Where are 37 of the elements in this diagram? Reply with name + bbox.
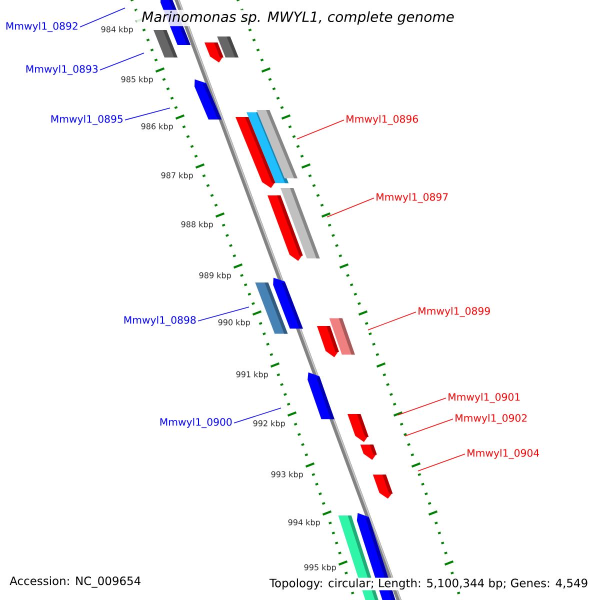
gene-label: Mmwyl1_0898 [124, 316, 196, 326]
gene-label: Mmwyl1_0897 [376, 192, 448, 204]
tick-label: 993 kbp [271, 471, 303, 479]
gene-label: Mmwyl1_0900 [160, 418, 232, 428]
gene-label: Mmwyl1_0902 [456, 414, 527, 424]
tick-label: 988 kbp [181, 221, 213, 229]
tick-label: 984 kbp [101, 26, 133, 34]
tick-label: 987 kbp [161, 172, 193, 180]
gene-label: Mmwyl1_0892 [6, 22, 78, 32]
tick-label: 989 kbp [199, 272, 231, 280]
leader-line [398, 398, 446, 416]
tick-label: 986 kbp [141, 123, 173, 131]
gene-label: Mmwyl1_0899 [418, 306, 490, 318]
leader-line [234, 408, 282, 424]
footer-text: Accession: NC_009654 [10, 576, 140, 588]
leader-line [418, 454, 466, 472]
gene-label: Mmwyl1_0895 [51, 114, 122, 126]
leader-line [326, 198, 374, 218]
gene-label: Mmwyl1_0901 [448, 392, 520, 404]
tick-label: 991 kbp [236, 371, 268, 379]
leader-line [124, 108, 170, 120]
tick-label: 992 kbp [253, 420, 285, 428]
tick-label: 985 kbp [121, 76, 153, 84]
footer-text: Topology: circular; Length: 5,100,344 bp; Genes: 4,549 [266, 578, 591, 590]
gene-label: Mmwyl1_0904 [468, 448, 540, 460]
tick-label: 990 kbp [218, 319, 250, 327]
leader-line [198, 306, 250, 322]
leader-line [368, 312, 416, 330]
tick-label: 995 kbp [304, 564, 336, 572]
leader-line [80, 8, 126, 28]
title: Marinomonas sp. MWYL1, complete genome [136, 10, 460, 26]
gene-label: Mmwyl1_0896 [346, 114, 418, 126]
leader-line [100, 52, 144, 70]
tick-label: 994 kbp [288, 519, 320, 527]
leader-line [296, 120, 344, 140]
gene-label: Mmwyl1_0893 [26, 64, 98, 76]
leader-line [404, 418, 454, 436]
